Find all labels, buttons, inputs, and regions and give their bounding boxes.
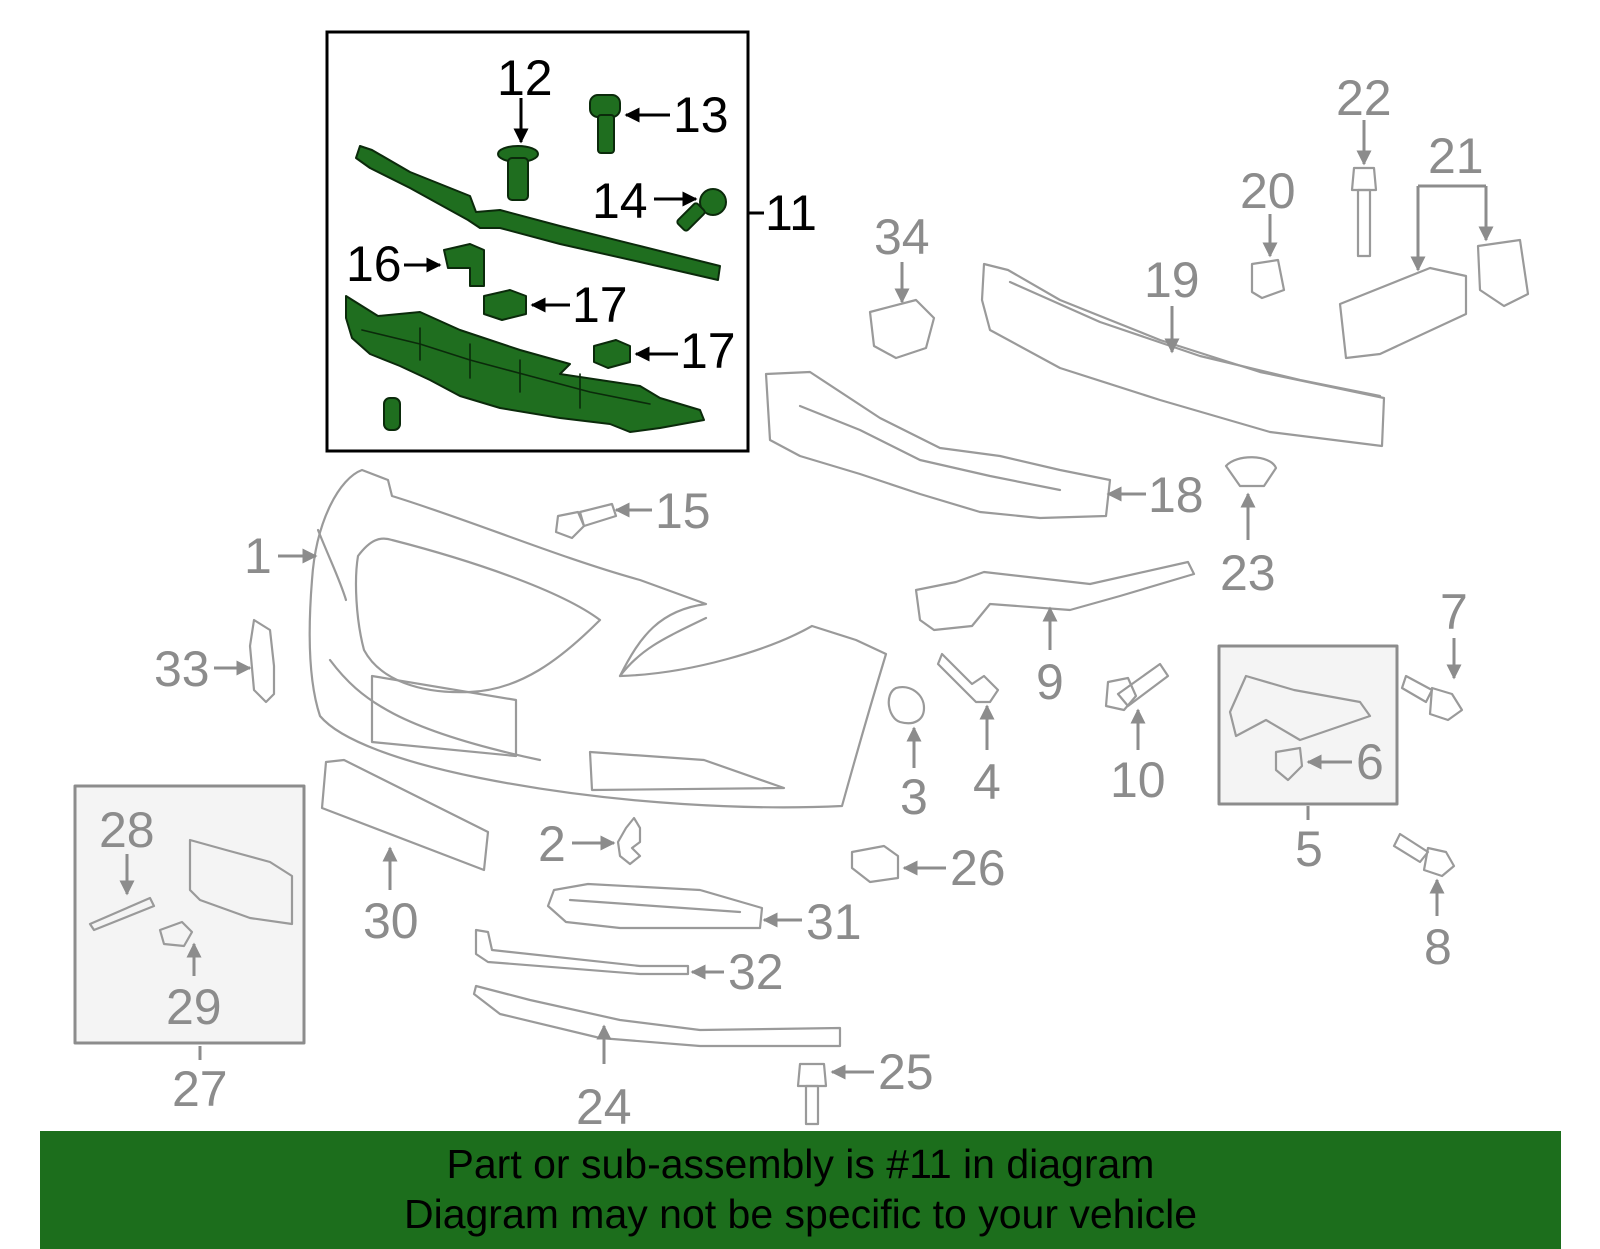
label-27: 27 bbox=[172, 1061, 228, 1117]
bolt-22-part[interactable] bbox=[1350, 166, 1378, 258]
block-17b-part[interactable] bbox=[593, 339, 631, 369]
bolt-25-part[interactable] bbox=[796, 1062, 828, 1126]
label-22: 22 bbox=[1336, 70, 1392, 126]
clip-23-part[interactable] bbox=[1224, 456, 1278, 488]
label-23: 23 bbox=[1220, 545, 1276, 601]
impact-bar-19-part[interactable] bbox=[980, 262, 1386, 448]
bolt-8-part[interactable] bbox=[1392, 832, 1456, 878]
label-9: 9 bbox=[1036, 654, 1064, 710]
strip-32-part[interactable] bbox=[474, 928, 690, 976]
absorber-18-part[interactable] bbox=[764, 370, 1112, 520]
bolt-10-part[interactable] bbox=[1104, 662, 1170, 712]
label-5: 5 bbox=[1295, 821, 1323, 877]
label-11: 11 bbox=[765, 185, 817, 241]
info-banner: Part or sub-assembly is #11 in diagram D… bbox=[40, 1131, 1561, 1249]
pin-12-part[interactable] bbox=[497, 145, 539, 201]
banner-line-1: Part or sub-assembly is #11 in diagram bbox=[446, 1141, 1155, 1187]
bumper-cover-1[interactable] bbox=[308, 468, 888, 809]
grille-31-part[interactable] bbox=[546, 882, 764, 930]
plate-30-part[interactable] bbox=[320, 758, 490, 872]
label-3: 3 bbox=[900, 769, 928, 825]
label-31: 31 bbox=[806, 894, 862, 950]
part-26[interactable] bbox=[850, 844, 900, 884]
label-26: 26 bbox=[950, 840, 1006, 896]
label-32: 32 bbox=[728, 944, 784, 1000]
block-17a-part[interactable] bbox=[483, 289, 527, 321]
label-24: 24 bbox=[576, 1079, 632, 1135]
bolt-7-part[interactable] bbox=[1400, 674, 1464, 722]
lower-absorber-part[interactable] bbox=[345, 295, 705, 433]
label-10: 10 bbox=[1110, 752, 1166, 808]
label-28: 28 bbox=[99, 802, 155, 858]
label-16: 16 bbox=[346, 236, 402, 292]
sensor-3-part[interactable] bbox=[887, 686, 926, 725]
assembly-11-group[interactable]: 12 13 14 16 17 17 11 bbox=[325, 30, 817, 453]
bolt-14-part[interactable] bbox=[676, 188, 727, 232]
label-1: 1 bbox=[244, 528, 272, 584]
banner-line-2: Diagram may not be specific to your vehi… bbox=[403, 1191, 1197, 1237]
part-34[interactable] bbox=[868, 298, 936, 360]
label-8: 8 bbox=[1424, 919, 1452, 975]
clip-part[interactable] bbox=[383, 397, 401, 431]
upper-reinforcement-part[interactable] bbox=[355, 145, 721, 281]
label-7: 7 bbox=[1440, 584, 1468, 640]
bracket-16-part[interactable] bbox=[443, 243, 485, 287]
label-17b: 17 bbox=[680, 323, 736, 379]
screw-13-part[interactable] bbox=[589, 94, 621, 154]
label-17a: 17 bbox=[572, 277, 628, 333]
label-30: 30 bbox=[363, 893, 419, 949]
label-6: 6 bbox=[1356, 734, 1384, 790]
label-13: 13 bbox=[673, 87, 729, 143]
part-24[interactable] bbox=[472, 984, 842, 1048]
assembly-11-box bbox=[325, 30, 750, 453]
cap-20-part[interactable] bbox=[1250, 258, 1286, 300]
label-14: 14 bbox=[592, 173, 648, 229]
push-pin-2-part[interactable] bbox=[616, 816, 642, 866]
label-20: 20 bbox=[1240, 163, 1296, 219]
label-2: 2 bbox=[538, 816, 566, 872]
bracket-9-part[interactable] bbox=[914, 560, 1196, 632]
label-21: 21 bbox=[1428, 128, 1484, 184]
assembly-27-group[interactable] bbox=[73, 784, 306, 1045]
label-15: 15 bbox=[655, 483, 711, 539]
label-19: 19 bbox=[1144, 252, 1200, 308]
label-12: 12 bbox=[497, 50, 553, 106]
label-29: 29 bbox=[166, 979, 222, 1035]
bolt-15-part[interactable] bbox=[554, 502, 618, 540]
assembly-5-group[interactable] bbox=[1217, 644, 1399, 806]
bracket-21b-part[interactable] bbox=[1476, 238, 1530, 308]
label-33: 33 bbox=[154, 641, 210, 697]
label-4: 4 bbox=[973, 754, 1001, 810]
bracket-21-part[interactable] bbox=[1338, 266, 1468, 360]
part-33[interactable] bbox=[248, 618, 276, 704]
label-34: 34 bbox=[874, 209, 930, 265]
bolt-4-part[interactable] bbox=[936, 652, 1000, 704]
label-18: 18 bbox=[1148, 467, 1204, 523]
label-25: 25 bbox=[878, 1044, 934, 1100]
